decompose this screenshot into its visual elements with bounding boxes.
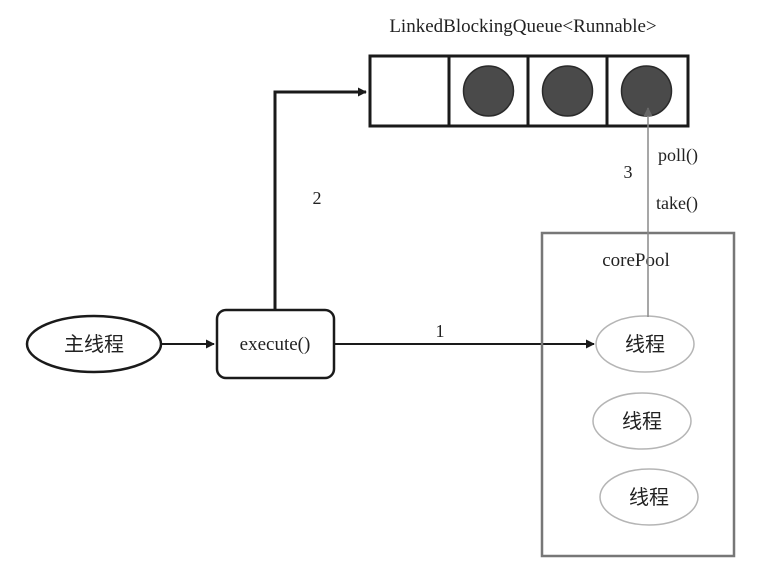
poll-label: poll() bbox=[658, 145, 698, 166]
queue-task-ball bbox=[462, 65, 515, 117]
queue-task-ball bbox=[541, 65, 594, 117]
arrow-to-queue bbox=[273, 87, 367, 310]
core-thread-ellipse bbox=[595, 315, 695, 373]
queue bbox=[368, 54, 690, 128]
core-thread-label: 线程 bbox=[629, 485, 669, 509]
core-thread-label: 线程 bbox=[625, 332, 665, 356]
queue-task-ball bbox=[620, 65, 673, 117]
take-label: take() bbox=[656, 193, 698, 214]
main-thread: 主线程 bbox=[25, 314, 163, 374]
core-thread-ellipse bbox=[599, 468, 699, 526]
arrow-to-core-pool-label: 1 bbox=[436, 321, 445, 341]
core-pool-label: corePool bbox=[602, 250, 670, 271]
core-pool-border bbox=[540, 231, 736, 558]
queue-title: LinkedBlockingQueue<Runnable> bbox=[389, 16, 656, 37]
core-thread-ellipse bbox=[592, 392, 692, 450]
main-thread-label: 主线程 bbox=[64, 332, 124, 356]
execute-box-label: execute() bbox=[240, 334, 311, 355]
execute-box: execute() bbox=[215, 308, 336, 380]
arrow-from-queue-label: 3 bbox=[624, 162, 633, 182]
arrow-to-queue-label: 2 bbox=[313, 188, 322, 208]
core-thread-label: 线程 bbox=[622, 409, 662, 433]
